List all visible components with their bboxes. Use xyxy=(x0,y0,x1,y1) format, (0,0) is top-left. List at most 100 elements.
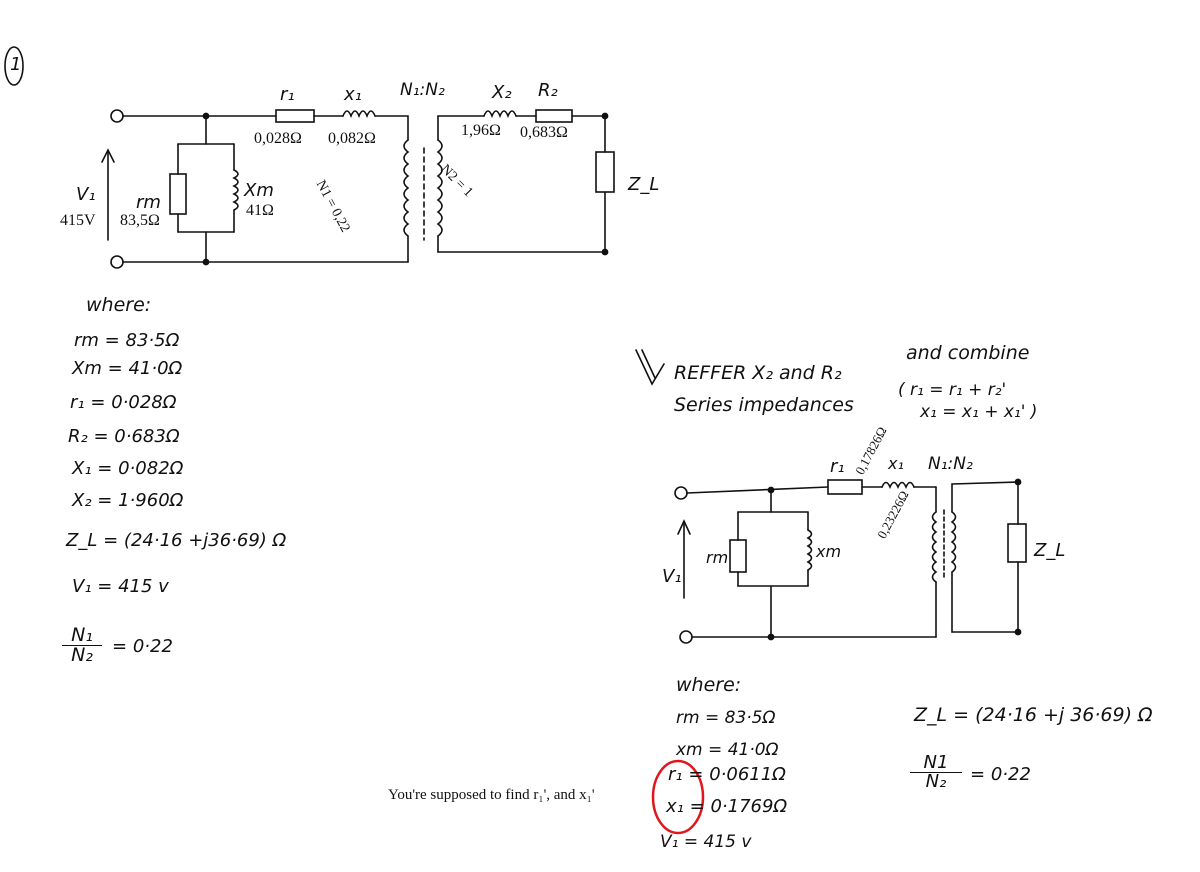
left-turns-ratio-fraction: N₁ N₂ xyxy=(62,626,102,665)
c1-rm-label: rm xyxy=(136,192,161,213)
right-row-x1: x₁ = 0·1769Ω xyxy=(666,796,787,817)
left-row-r1: r₁ = 0·028Ω xyxy=(70,392,176,413)
row-eq: = xyxy=(97,458,113,479)
note-paren2: x₁ = x₁ + x₁' ) xyxy=(920,402,1038,422)
ratio-eq: = xyxy=(112,636,128,657)
row-sym: r₁ xyxy=(668,764,683,785)
c2-r1-label: r₁ xyxy=(830,456,845,477)
left-row-x1: X₁ = 0·082Ω xyxy=(72,458,183,479)
c2-v1-label: V₁ xyxy=(662,566,682,587)
row-eq: = xyxy=(704,708,720,728)
ratio-eq: = xyxy=(970,764,986,785)
left-row-xm: Xm = 41·0Ω xyxy=(72,358,182,379)
row-sym: V₁ xyxy=(660,832,679,852)
row-sym: V₁ xyxy=(72,576,92,597)
fraction-denominator: N₂ xyxy=(71,644,93,666)
row-eq: = xyxy=(107,358,123,379)
row-val: 415 v xyxy=(703,832,752,852)
row-eq: = xyxy=(90,392,106,413)
ratio-val: 0·22 xyxy=(132,636,173,657)
row-sym: x₁ xyxy=(666,796,684,817)
row-val: 83·5Ω xyxy=(125,330,180,351)
left-row-r2: R₂ = 0·683Ω xyxy=(68,426,180,447)
circuit2-wires xyxy=(674,481,1019,644)
c1-r1-value: 0,028Ω xyxy=(254,130,302,147)
row-eq: = xyxy=(689,796,705,817)
problem-number-circle xyxy=(4,46,24,86)
annotation-text: You're supposed to find r₁', and x₁' xyxy=(388,787,595,803)
right-turns-ratio-fraction: N1 N₂ xyxy=(910,754,962,791)
fraction-bar xyxy=(910,772,962,773)
row-sym: X₂ xyxy=(72,490,92,511)
row-sym: rm xyxy=(676,708,700,728)
left-row-v1: V₁ = 415 v xyxy=(72,576,169,597)
c1-xm-value: 41Ω xyxy=(246,202,274,219)
right-row-rm: rm = 83·5Ω xyxy=(676,708,775,728)
c2-turns-label: N₁:N₂ xyxy=(928,454,973,474)
row-val: 0·1769Ω xyxy=(710,796,788,817)
c1-r2-value: 0,683Ω xyxy=(520,124,568,141)
row-val: 0·028Ω xyxy=(111,392,177,413)
row-sym: Xm xyxy=(72,358,102,379)
row-eq: = xyxy=(104,330,120,351)
row-sym: r₁ xyxy=(70,392,85,413)
c1-rm-value: 83,5Ω xyxy=(120,212,160,229)
row-val: 1·960Ω xyxy=(118,490,184,511)
row-val: 41·0Ω xyxy=(727,740,779,760)
c1-xm-label: Xm xyxy=(244,180,274,201)
row-val: (24·16 +j36·69) Ω xyxy=(123,530,287,551)
circuit1-r2-resistor xyxy=(535,109,573,123)
right-where-heading: where: xyxy=(676,674,742,696)
left-row-x2: X₂ = 1·960Ω xyxy=(72,490,183,511)
c2-rm-label: rm xyxy=(706,548,729,567)
row-val: 0·683Ω xyxy=(114,426,180,447)
circuit2-r1-resistor xyxy=(827,479,863,495)
circuit1-wires xyxy=(101,109,606,269)
note-paren1: ( r₁ = r₁ + r₂' xyxy=(898,380,1007,400)
right-turns-ratio-value: = 0·22 xyxy=(970,764,1031,785)
c1-r2-label: R₂ xyxy=(538,80,558,101)
row-sym: rm xyxy=(74,330,99,351)
left-where-heading: where: xyxy=(86,294,152,316)
left-row-rm: rm = 83·5Ω xyxy=(74,330,179,351)
row-sym: Z_L xyxy=(66,530,98,551)
c2-x1-label: x₁ xyxy=(888,454,904,473)
circuit1-junctions xyxy=(202,112,609,266)
row-eq: = xyxy=(97,490,113,511)
row-val: 83·5Ω xyxy=(724,708,776,728)
note-line2: Series impedances xyxy=(674,394,854,416)
row-sym: R₂ xyxy=(68,426,88,447)
fraction-numerator: N1 xyxy=(923,752,949,773)
row-val: 0·0611Ω xyxy=(709,764,786,785)
fraction-numerator: N₁ xyxy=(71,624,93,646)
problem-number: 1 xyxy=(10,54,22,75)
left-row-zl: Z_L = (24·16 +j36·69) Ω xyxy=(66,530,286,551)
c1-x1-label: x₁ xyxy=(344,84,362,105)
right-row-r1: r₁ = 0·0611Ω xyxy=(668,764,786,785)
c1-v1-label: V₁ xyxy=(76,184,96,205)
circuit1-zl-load xyxy=(595,151,615,193)
circuit2-rm-resistor xyxy=(729,539,747,573)
circuit1-r1-resistor xyxy=(275,109,315,123)
c1-x2-label: X₂ xyxy=(492,82,512,103)
row-eq: = xyxy=(953,704,970,726)
c1-x2-value: 1,96Ω xyxy=(461,122,501,139)
row-eq: = xyxy=(103,530,119,551)
fraction-bar xyxy=(62,645,102,646)
circuit2-junctions xyxy=(767,478,1022,641)
row-sym: xm xyxy=(676,740,703,760)
note-arrow xyxy=(635,349,665,386)
row-eq: = xyxy=(97,576,113,597)
row-eq: = xyxy=(708,740,723,760)
left-turns-ratio-value: = 0·22 xyxy=(112,636,173,657)
c1-zl-label: Z_L xyxy=(628,174,660,195)
row-val: 41·0Ω xyxy=(128,358,183,379)
c2-xm-label: xm xyxy=(816,542,842,561)
right-row-xm: xm = 41·0Ω xyxy=(676,740,779,760)
c1-r1-label: r₁ xyxy=(280,84,295,105)
c1-turns-label: N₁:N₂ xyxy=(400,80,445,100)
row-sym: X₁ xyxy=(72,458,92,479)
row-val: (24·16 +j 36·69) Ω xyxy=(975,704,1153,726)
circuit2-zl-load xyxy=(1007,523,1027,563)
row-val: 0·082Ω xyxy=(118,458,184,479)
